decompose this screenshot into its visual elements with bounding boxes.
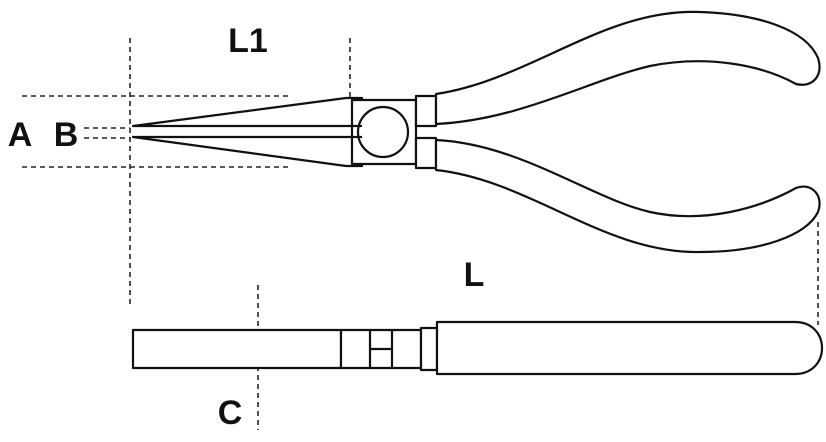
label-c: C xyxy=(218,394,243,432)
ferrule-upper xyxy=(414,94,438,128)
side-ferrule xyxy=(419,326,439,372)
label-b: B xyxy=(54,116,79,154)
label-l: L xyxy=(464,256,485,294)
handle-upper xyxy=(434,10,821,126)
label-l1: L1 xyxy=(228,22,268,60)
pliers-top-view xyxy=(131,10,821,254)
pliers-side-view xyxy=(131,320,824,376)
side-handle xyxy=(435,320,824,376)
label-a: A xyxy=(8,116,33,154)
ferrule-lower xyxy=(414,136,438,170)
handle-lower xyxy=(434,138,821,254)
side-jaw xyxy=(131,328,343,370)
jaw-upper xyxy=(131,96,364,128)
jaw-lower xyxy=(131,135,364,168)
pivot-rivet xyxy=(356,105,410,159)
